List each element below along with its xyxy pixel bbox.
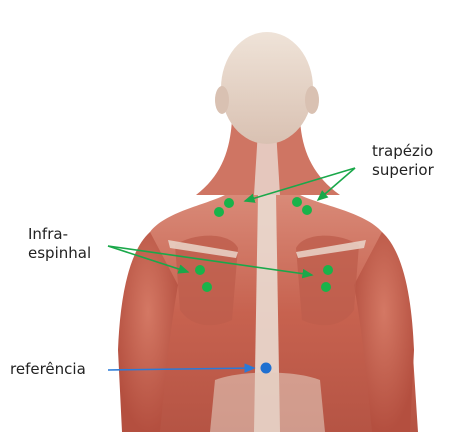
electrode-dot [214,207,224,217]
label-referencia: referência [10,360,86,379]
electrode-dot [202,282,212,292]
label-infra-espinhal: Infra- espinhal [28,225,91,263]
electrode-dot [224,198,234,208]
label-infra-line1: Infra- [28,225,91,244]
electrode-dot [195,265,205,275]
electrode-reference [261,363,272,374]
reference-dot [261,363,272,374]
electrode-dot [302,205,312,215]
label-trapezio-line1: trapézio [372,142,434,161]
electrode-dot [292,197,302,207]
label-infra-line2: espinhal [28,244,91,263]
label-trapezio-line2: superior [372,161,434,180]
label-trapezio-superior: trapézio superior [372,142,434,180]
electrode-dot [323,265,333,275]
electrode-dot [321,282,331,292]
